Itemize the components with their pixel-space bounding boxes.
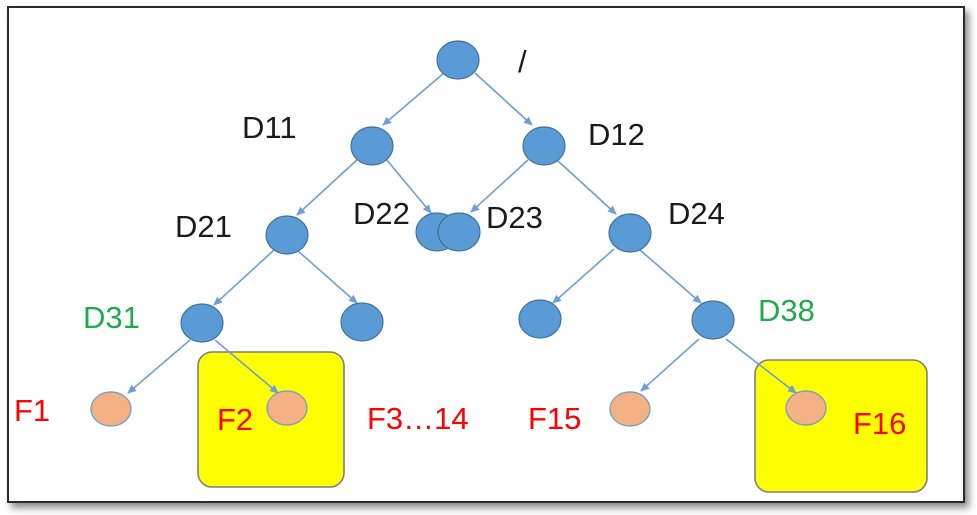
edge-root-d12 (474, 72, 533, 126)
highlight-box-f2 (197, 351, 345, 488)
node-d31 (180, 303, 224, 343)
node-f2 (266, 390, 308, 426)
node-d38 (691, 300, 735, 340)
node-d24-left-child (518, 299, 562, 339)
edge-d12-d23 (470, 159, 529, 213)
directory-nodes (180, 40, 735, 343)
edge-d11-d22 (385, 158, 432, 214)
tree-edges (127, 72, 797, 394)
label-f1: F1 (14, 393, 50, 428)
label-d21: D21 (175, 209, 232, 244)
label-root: / (518, 44, 527, 79)
edge-d38-f15 (640, 338, 700, 392)
label-d24: D24 (668, 196, 725, 231)
file-nodes (90, 390, 827, 427)
edge-d24-d38 (639, 249, 702, 304)
label-f3-14: F3…14 (367, 401, 469, 436)
label-d22: D22 (353, 196, 410, 231)
edge-d12-d24 (556, 159, 617, 215)
edge-d24-dir (552, 248, 615, 304)
node-d23 (437, 212, 481, 252)
label-d12: D12 (588, 117, 645, 152)
edge-d38-f16 (725, 338, 797, 394)
node-f15 (609, 391, 651, 427)
node-d24 (608, 213, 652, 253)
node-root (436, 40, 480, 80)
label-d23: D23 (486, 200, 543, 235)
edge-d11-d21 (296, 157, 360, 216)
label-d31: D31 (83, 300, 140, 335)
node-d12 (522, 126, 566, 166)
label-f15: F15 (528, 401, 581, 436)
node-d21 (265, 215, 309, 255)
node-d21-right-child (340, 302, 384, 342)
label-f2: F2 (217, 402, 253, 437)
node-d11 (350, 126, 394, 166)
edge-d21-d31 (213, 249, 275, 306)
edge-d31-f2 (214, 339, 279, 394)
label-d11: D11 (242, 110, 297, 145)
edge-d31-f1 (127, 339, 191, 394)
label-f16: F16 (853, 406, 906, 441)
edge-root-d11 (382, 72, 445, 126)
node-f1 (90, 391, 132, 427)
label-d38: D38 (758, 293, 815, 328)
edge-d21-dir (297, 250, 358, 304)
node-labels: / D11 D12 D21 D22 D23 D24 D31 D38 F1 F2 … (14, 44, 906, 441)
node-f16 (785, 390, 827, 426)
